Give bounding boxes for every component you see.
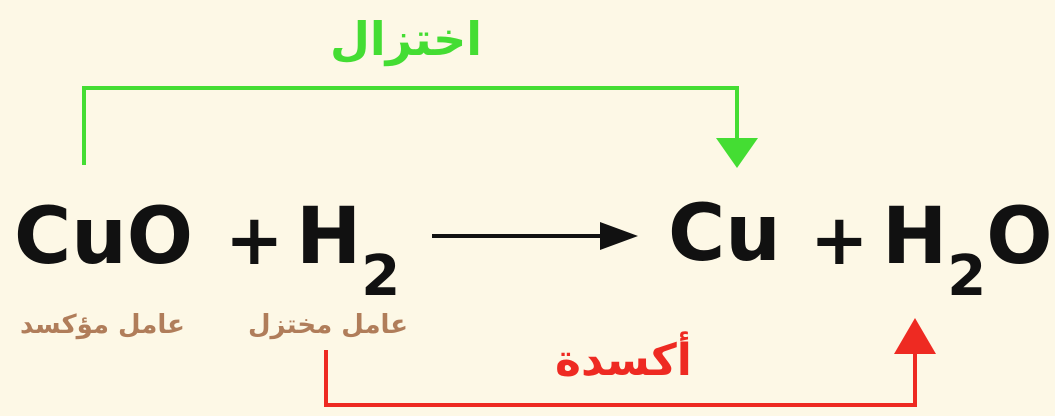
h2-element: H <box>296 192 362 282</box>
h2o-element-h: H <box>882 192 948 282</box>
plus-sign-right: + <box>810 199 869 281</box>
oxidizing-agent-label: عامل مؤكسد <box>20 310 185 340</box>
reactant-cuo: CuO <box>14 192 194 282</box>
reactant-h2: H2 <box>296 198 400 305</box>
product-h2o: H2O <box>882 198 1053 305</box>
h2o-subscript: 2 <box>947 244 987 309</box>
reduction-label: اختزال <box>330 12 482 66</box>
reducing-agent-label: عامل مختزل <box>248 310 409 340</box>
h2o-element-o: O <box>986 192 1053 282</box>
product-cu: Cu <box>668 189 781 279</box>
oxidation-label: أكسدة <box>555 335 692 386</box>
oxidation-arrow <box>324 318 936 407</box>
reduction-arrow <box>82 86 758 168</box>
reaction-arrow <box>432 222 638 250</box>
h2-subscript: 2 <box>361 244 401 309</box>
plus-sign-left: + <box>225 199 284 281</box>
